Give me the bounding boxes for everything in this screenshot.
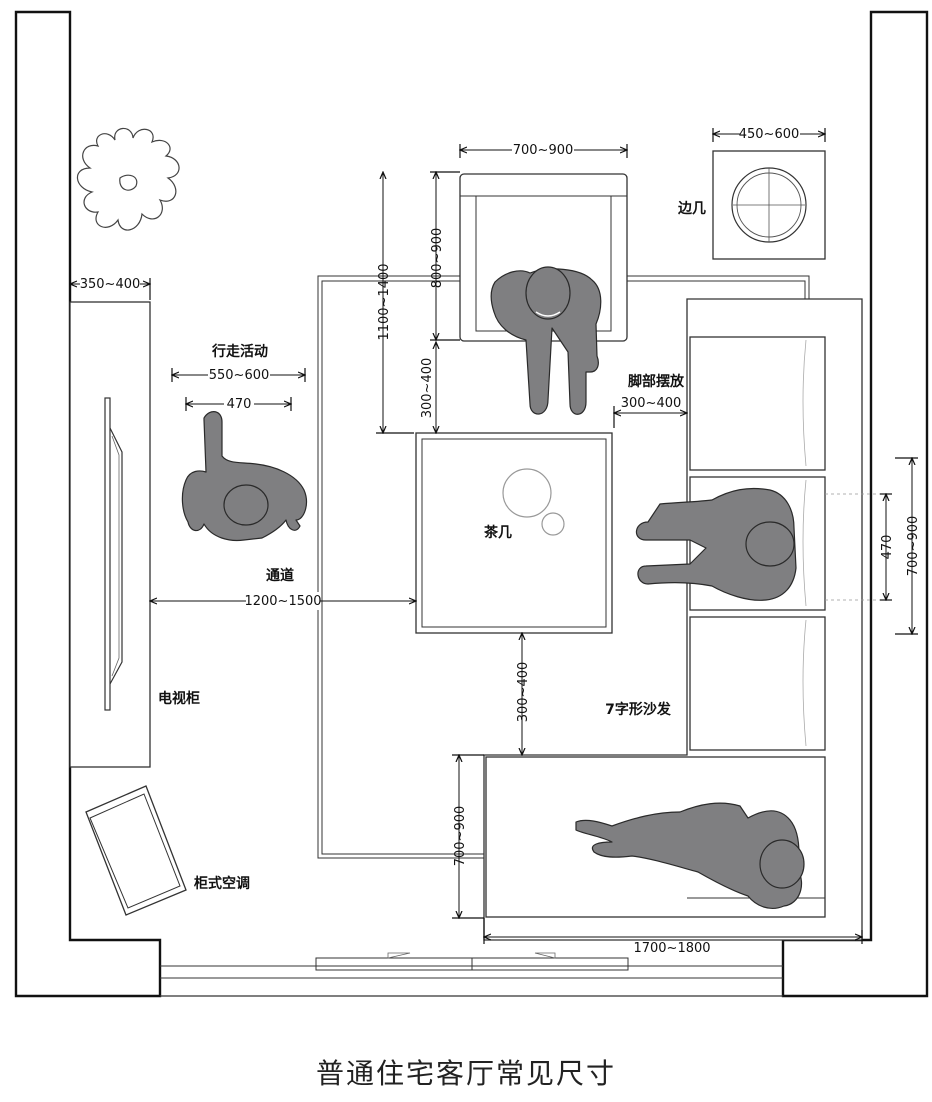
person-walking [181, 411, 308, 542]
cabinet-air-conditioner [85, 785, 187, 916]
left-wall [14, 10, 162, 998]
label-walking: 行走活动 [211, 343, 268, 360]
label-foot-space: 脚部摆放 [628, 373, 685, 390]
dim-armchair-to-table-total: 1100~1400 [377, 263, 392, 340]
dim-side-table-width: 450~600 [739, 127, 800, 142]
dim-person-width: 470 [227, 397, 252, 412]
dim-tv-cabinet-depth: 350~400 [80, 277, 141, 292]
dim-walking-width: 550~600 [209, 368, 270, 383]
dim-foot-space: 300~400 [621, 396, 682, 411]
dim-armchair-depth: 800~900 [430, 228, 445, 289]
room-labels: 边几 行走活动 脚部摆放 茶几 通道 电视柜 7字形沙发 柜式空调 [158, 201, 706, 892]
plant-icon [76, 127, 180, 231]
dim-sofa-seat-depth: 700~900 [906, 516, 921, 577]
window [160, 952, 783, 997]
person-in-armchair [490, 266, 602, 415]
walls [14, 10, 929, 998]
tv [104, 397, 123, 711]
side-table [712, 150, 826, 260]
person-lying-on-chaise [575, 802, 805, 909]
caption: 普通住宅客厅常见尺寸 [316, 1057, 616, 1090]
dimension-labels: 700~900 450~600 350~400 1100~1400 800~90… [80, 127, 921, 956]
label-side-table: 边几 [677, 201, 706, 217]
person-on-sofa [635, 487, 797, 601]
sofa-cushion-3 [689, 616, 826, 751]
dim-armchair-width: 700~900 [513, 143, 574, 158]
label-coffee-table: 茶几 [483, 524, 512, 541]
dim-passage-width: 1200~1500 [244, 594, 321, 609]
label-tv-cabinet: 电视柜 [158, 690, 200, 707]
coffee-table [415, 432, 613, 634]
dim-armchair-to-table-gap: 300~400 [420, 358, 435, 419]
label-passage: 通道 [266, 567, 294, 584]
label-ac-unit: 柜式空调 [194, 875, 250, 892]
dim-sofa-length: 1700~1800 [633, 941, 710, 956]
dim-sofa-seat-person: 470 [880, 535, 895, 560]
dim-chaise-depth: 700~900 [453, 806, 468, 867]
dimension-lines [70, 124, 918, 944]
sofa-cushion-1 [689, 336, 826, 471]
dim-table-to-sofa-gap: 300~400 [516, 662, 531, 723]
label-l-sofa: 7字形沙发 [605, 701, 672, 718]
